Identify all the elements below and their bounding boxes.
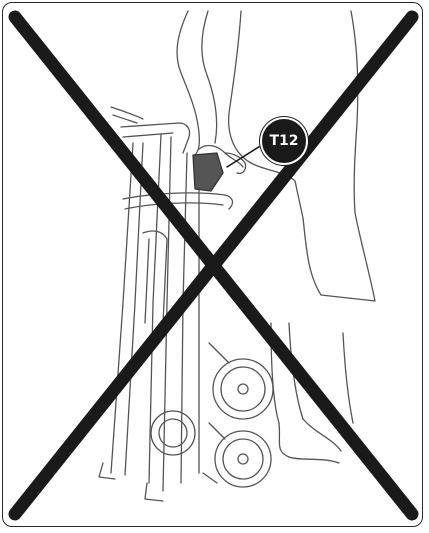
folded-stroller — [99, 107, 273, 501]
front-wheel-upper — [213, 359, 273, 419]
instruction-panel: T12 — [2, 2, 423, 527]
fold-latch — [193, 153, 223, 191]
front-wheel-lower — [215, 431, 271, 487]
callout-badge: T12 — [260, 117, 308, 165]
rear-wheel — [151, 411, 195, 455]
callout-label: T12 — [269, 133, 298, 149]
stroller-folding-illustration — [3, 3, 423, 527]
person-figure — [177, 11, 375, 463]
